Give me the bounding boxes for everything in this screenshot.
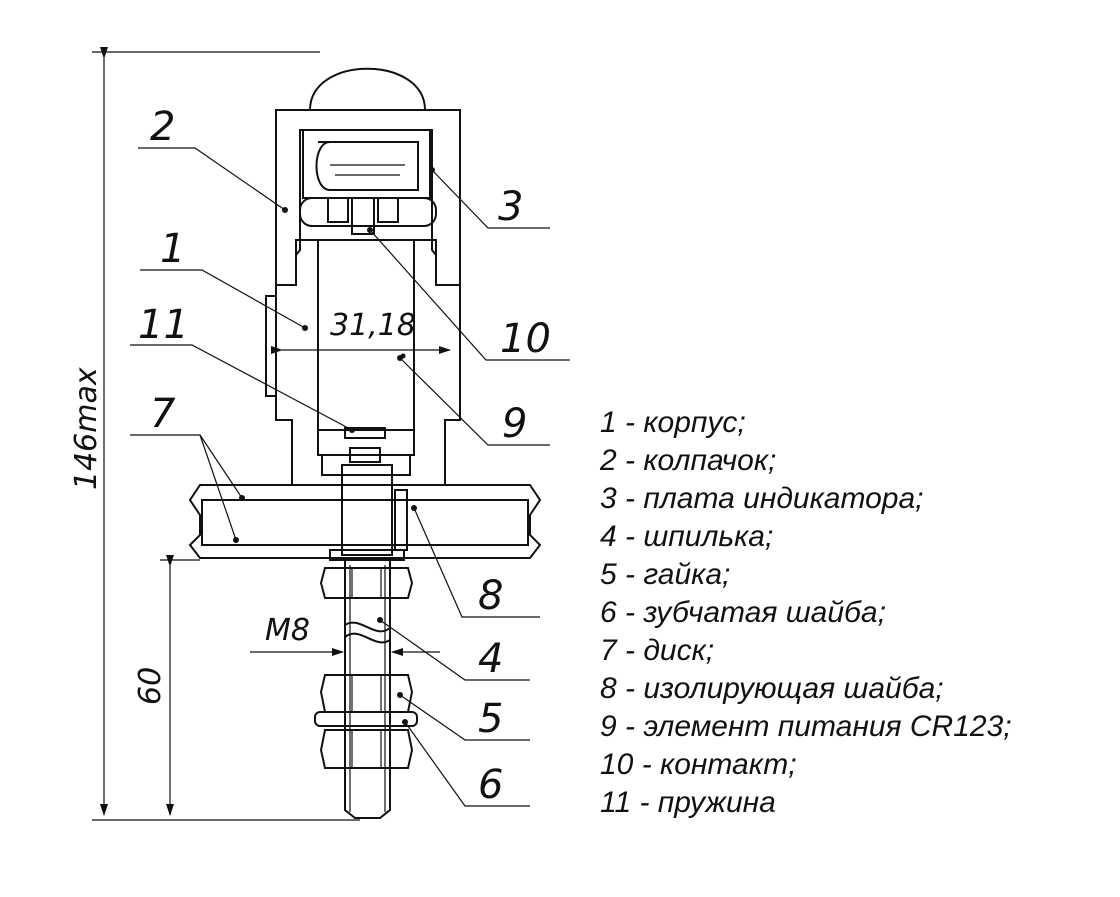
callout-5: 5 — [478, 696, 503, 742]
gasket — [299, 197, 437, 227]
leader-dots — [233, 167, 435, 725]
legend-item-10: 10 - контакт; — [600, 748, 797, 781]
dim-overall-height: 146max — [69, 367, 104, 490]
callout-9: 9 — [502, 401, 527, 447]
parts-legend: 1 - корпус; 2 - колпачок; 3 - плата инди… — [599, 406, 1012, 819]
dimension-lines — [92, 47, 451, 821]
disc-core — [201, 499, 529, 546]
dome-lens — [308, 67, 427, 111]
callout-4: 4 — [478, 636, 503, 682]
spring — [344, 427, 386, 439]
dim-lower-height: 60 — [133, 667, 168, 705]
indicator-board — [302, 129, 431, 199]
indicator-inner — [315, 141, 419, 191]
legend-item-9: 9 - элемент питания CR123; — [600, 710, 1012, 743]
legend-item-5: 5 - гайка; — [600, 558, 730, 591]
legend-item-7: 7 - диск; — [600, 634, 714, 667]
callout-11: 11 — [138, 302, 189, 348]
legend-item-6: 6 - зубчатая шайба; — [600, 596, 886, 629]
assembly-geometry — [188, 67, 542, 819]
legend-item-2: 2 - колпачок; — [599, 444, 776, 477]
nut-lower — [319, 729, 414, 769]
callout-7: 7 — [150, 391, 176, 437]
stud-lower — [344, 559, 391, 819]
body-housing — [275, 239, 461, 486]
legend-item-1: 1 - корпус; — [600, 406, 746, 439]
legend-item-3: 3 - плата индикатора; — [600, 482, 923, 515]
disc — [188, 484, 542, 559]
legend-item-11: 11 - пружина — [600, 786, 776, 819]
legend-item-4: 4 - шпилька; — [600, 520, 773, 553]
callout-8: 8 — [478, 573, 503, 619]
callout-10: 10 — [500, 316, 551, 362]
callout-3: 3 — [498, 184, 523, 230]
callout-1: 1 — [160, 226, 185, 272]
callout-2: 2 — [150, 104, 175, 150]
legend-item-8: 8 - изолирующая шайба; — [600, 672, 944, 705]
toothed-washer — [314, 711, 418, 727]
battery-cr123 — [317, 239, 415, 431]
dim-thread: M8 — [265, 613, 310, 648]
stud-upper — [341, 464, 393, 556]
dim-inner-diameter: 31,18 — [330, 308, 416, 343]
nut-upper — [319, 567, 414, 599]
leader-lines — [130, 147, 570, 807]
callout-6: 6 — [478, 762, 503, 808]
